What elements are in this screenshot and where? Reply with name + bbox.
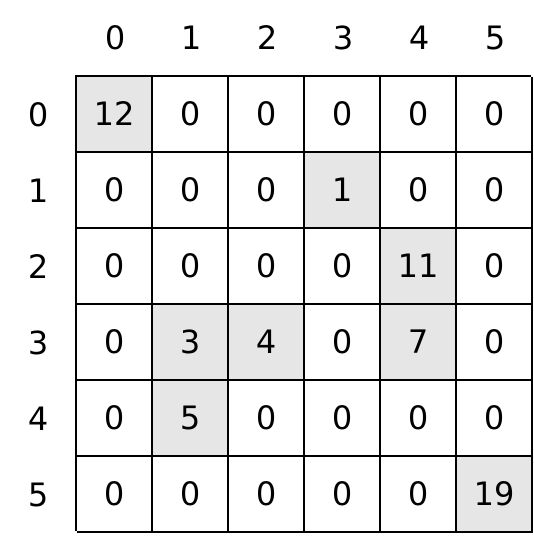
matrix-cell-highlighted: 5	[153, 381, 229, 457]
col-header-2: 2	[256, 19, 278, 57]
matrix-cell: 0	[229, 381, 305, 457]
matrix-cell-highlighted: 3	[153, 305, 229, 381]
matrix-grid: 12 0 0 0 0 0 0 0 0 1 0 0 0 0 0 0 11 0 0 …	[75, 75, 533, 533]
matrix-cell: 0	[305, 77, 381, 153]
matrix-cell: 0	[77, 457, 153, 533]
matrix-cell-highlighted: 4	[229, 305, 305, 381]
col-header-1: 1	[180, 19, 202, 57]
matrix-cell: 0	[305, 381, 381, 457]
matrix-cell: 0	[153, 153, 229, 229]
matrix-cell: 0	[153, 457, 229, 533]
matrix-cell: 0	[77, 381, 153, 457]
matrix-cell: 0	[229, 153, 305, 229]
col-header-0: 0	[104, 19, 126, 57]
matrix-cell: 0	[457, 153, 533, 229]
matrix-cell: 0	[457, 77, 533, 153]
matrix-cell: 0	[305, 457, 381, 533]
matrix-cell-highlighted: 19	[457, 457, 533, 533]
matrix-cell: 0	[77, 153, 153, 229]
matrix-cell: 0	[381, 77, 457, 153]
matrix-cell-highlighted: 1	[305, 153, 381, 229]
col-header-3: 3	[332, 19, 354, 57]
matrix-cell: 0	[153, 77, 229, 153]
matrix-cell: 0	[153, 229, 229, 305]
matrix-cell: 0	[457, 381, 533, 457]
matrix-cell-highlighted: 12	[77, 77, 153, 153]
row-header-1: 1	[27, 172, 49, 210]
matrix-cell: 0	[381, 153, 457, 229]
row-header-2: 2	[27, 248, 49, 286]
col-header-5: 5	[484, 19, 506, 57]
matrix-cell: 0	[305, 305, 381, 381]
row-header-0: 0	[27, 96, 49, 134]
matrix-cell: 0	[77, 229, 153, 305]
matrix-cell: 0	[229, 229, 305, 305]
matrix-cell: 0	[77, 305, 153, 381]
matrix-cell: 0	[457, 229, 533, 305]
matrix-cell: 0	[229, 457, 305, 533]
row-header-3: 3	[27, 324, 49, 362]
row-header-4: 4	[27, 400, 49, 438]
matrix-cell: 0	[381, 457, 457, 533]
col-header-4: 4	[408, 19, 430, 57]
matrix-cell: 0	[457, 305, 533, 381]
matrix-cell-highlighted: 7	[381, 305, 457, 381]
matrix-cell-highlighted: 11	[381, 229, 457, 305]
matrix-cell: 0	[229, 77, 305, 153]
matrix-cell: 0	[381, 381, 457, 457]
matrix-cell: 0	[305, 229, 381, 305]
row-header-5: 5	[27, 476, 49, 514]
